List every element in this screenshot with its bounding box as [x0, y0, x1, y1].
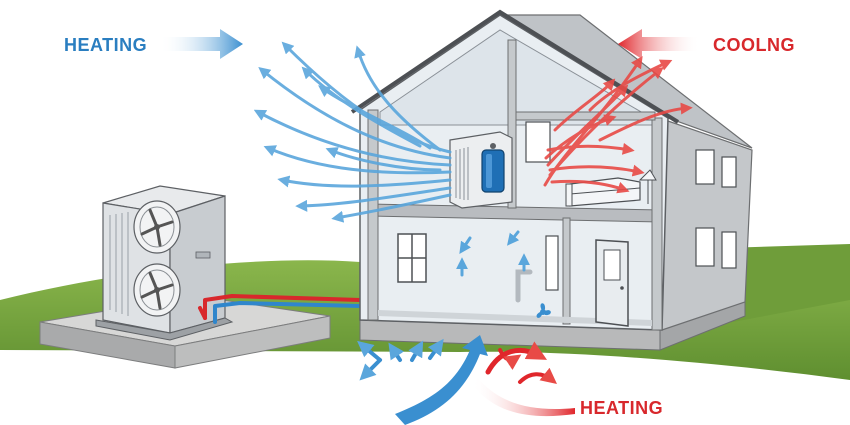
heating-label-top: HEATING: [64, 35, 148, 55]
heat-pump-fan-icon: [133, 200, 181, 254]
house: [350, 9, 753, 351]
cooling-label-arrow: [618, 29, 700, 59]
outdoor-heat-pump-unit: [95, 185, 234, 341]
heating-label-bottom: HEATING: [580, 398, 664, 418]
heating-label-arrow: [160, 29, 243, 59]
interior-door: [595, 239, 629, 327]
ground-airflow-arrows: [357, 338, 444, 381]
attic-window: [525, 121, 551, 163]
big-heating-arrow: [395, 335, 488, 425]
heat-pump-fan-icon: [133, 263, 181, 317]
cooling-label-top: COOLNG: [713, 35, 795, 55]
fan-icon: [536, 303, 551, 318]
indoor-airflow-arrows: [456, 230, 530, 277]
heating-swoosh-arrow: [472, 378, 575, 417]
front-window: [397, 233, 427, 283]
duct-pipe: [515, 269, 533, 303]
heating-airflow-arrows: [253, 41, 452, 223]
side-window: [695, 149, 737, 269]
ground-heating-arrows: [485, 341, 557, 384]
water-tank-icon: [481, 143, 505, 193]
lamp-icon: [638, 169, 657, 204]
interior-window: [545, 235, 559, 291]
cooling-airflow-arrows: [543, 56, 693, 194]
